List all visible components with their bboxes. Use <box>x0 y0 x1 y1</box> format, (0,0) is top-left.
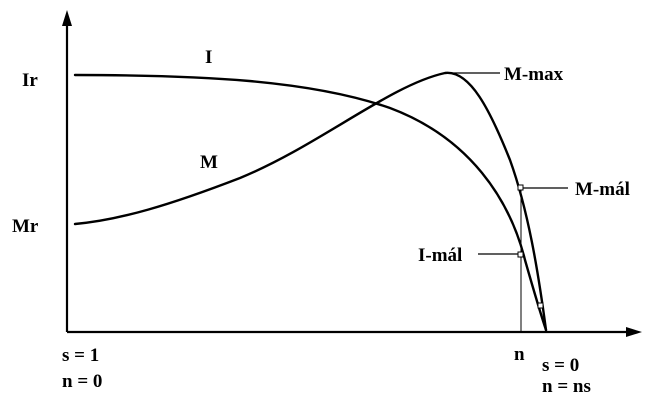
sync-slip-label: s = 0 <box>542 355 579 376</box>
current-curve <box>73 73 548 332</box>
sync-point-marker <box>537 302 544 309</box>
x-axis-arrow <box>626 327 642 337</box>
rated-torque-point-label: M-mál <box>575 179 630 200</box>
rated-torque-marker <box>517 184 524 191</box>
torque-curve <box>73 71 548 332</box>
rated-current-marker <box>517 251 524 258</box>
origin-slip-label: s = 1 <box>62 345 99 366</box>
current-curve-label: I <box>205 47 212 68</box>
rated-current-point-label: I-mál <box>418 245 462 266</box>
y-axis-arrow <box>62 10 72 26</box>
rated-speed-label: n <box>514 344 525 365</box>
torque-curve-label: M <box>200 152 218 173</box>
max-torque-label: M-max <box>504 64 564 85</box>
sync-speed-label: n = ns <box>542 376 591 397</box>
rated-current-label: Ir <box>22 70 38 91</box>
rated-torque-label: Mr <box>12 216 39 237</box>
origin-speed-label: n = 0 <box>62 371 102 392</box>
